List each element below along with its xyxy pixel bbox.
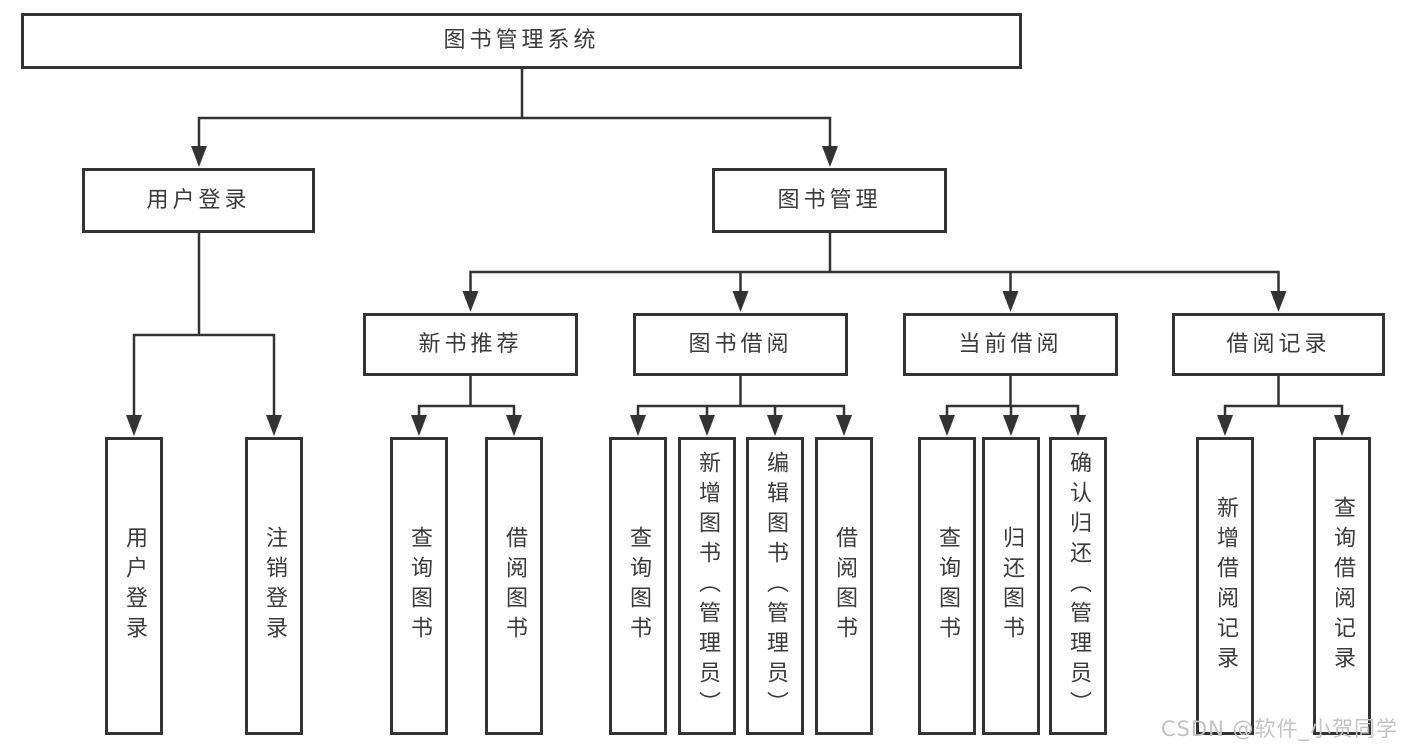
connector-lines bbox=[469, 231, 1280, 295]
connector-lines bbox=[197, 67, 832, 150]
leaf-borrow-query-books: 查询图书 bbox=[609, 437, 667, 735]
leaf-recommend-borrow-books: 借阅图书 bbox=[485, 437, 543, 735]
arrowhead-icon bbox=[506, 415, 522, 436]
arrowhead-icon bbox=[1334, 415, 1350, 436]
leaf-current-query-books: 查询图书 bbox=[918, 437, 976, 735]
connector-lines bbox=[1223, 374, 1344, 419]
connector-lines bbox=[417, 374, 516, 419]
leaf-return-book: 归还图书 bbox=[982, 437, 1040, 735]
connector-lines bbox=[945, 374, 1080, 419]
leaf-borrow-borrow-books: 借阅图书 bbox=[815, 437, 873, 735]
arrowhead-icon bbox=[266, 415, 282, 436]
node-book-borrow: 图书借阅 bbox=[633, 313, 848, 376]
leaf-add-book-admin: 新增图书（管理员） bbox=[678, 437, 736, 735]
arrowhead-icon bbox=[767, 415, 783, 436]
connector-lines bbox=[636, 374, 846, 419]
arrowhead-icon bbox=[1070, 415, 1086, 436]
leaf-user-login: 用户登录 bbox=[105, 437, 163, 735]
leaf-edit-book-admin: 编辑图书（管理员） bbox=[746, 437, 804, 735]
arrowhead-icon bbox=[732, 291, 749, 312]
arrowhead-icon bbox=[462, 291, 479, 312]
leaf-logout: 注销登录 bbox=[245, 437, 303, 735]
leaf-add-borrow-record: 新增借阅记录 bbox=[1196, 437, 1254, 735]
connector-lines bbox=[132, 231, 276, 419]
arrowhead-icon bbox=[1003, 415, 1019, 436]
arrowhead-icon bbox=[699, 415, 715, 436]
leaf-query-borrow-record: 查询借阅记录 bbox=[1313, 437, 1371, 735]
leaf-recommend-query-books: 查询图书 bbox=[390, 437, 448, 735]
arrowhead-icon bbox=[1217, 415, 1233, 436]
arrowhead-icon bbox=[939, 415, 955, 436]
arrowhead-icon bbox=[411, 415, 427, 436]
node-borrow-records: 借阅记录 bbox=[1172, 313, 1385, 376]
arrowhead-icon bbox=[1270, 291, 1287, 312]
node-current-borrow: 当前借阅 bbox=[903, 313, 1118, 376]
arrowhead-icon bbox=[126, 415, 142, 436]
arrowhead-icon bbox=[630, 415, 646, 436]
leaf-confirm-return-admin: 确认归还（管理员） bbox=[1049, 437, 1107, 735]
node-user-login: 用户登录 bbox=[82, 168, 315, 233]
node-library-management-system: 图书管理系统 bbox=[21, 13, 1022, 69]
arrowhead-icon bbox=[1002, 291, 1019, 312]
arrowhead-icon bbox=[191, 146, 207, 167]
arrowhead-icon bbox=[822, 146, 838, 167]
node-new-book-recommend: 新书推荐 bbox=[363, 313, 578, 376]
arrowhead-icon bbox=[836, 415, 852, 436]
node-book-management: 图书管理 bbox=[712, 168, 947, 233]
